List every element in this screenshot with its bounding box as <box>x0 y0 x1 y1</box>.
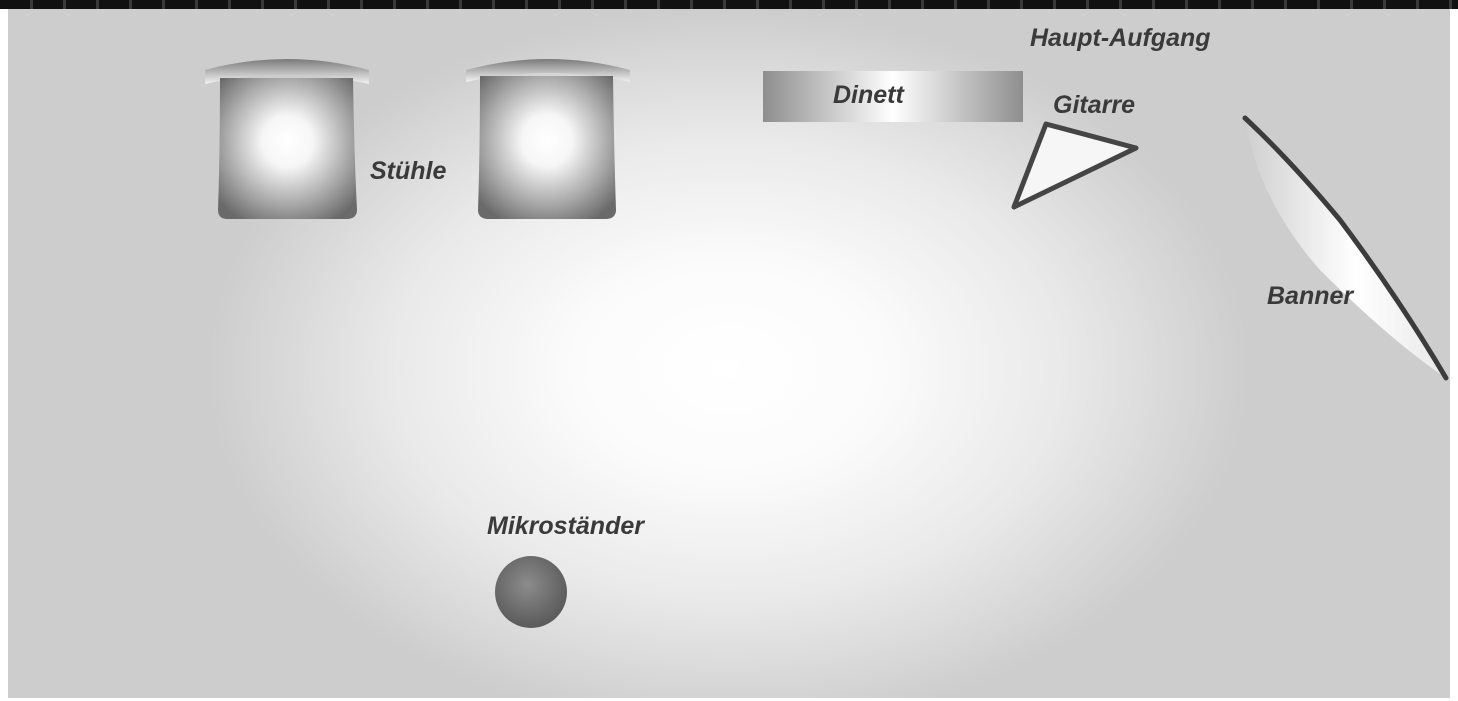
top-border <box>0 0 1458 9</box>
chair-right-seat <box>478 76 616 219</box>
banner-shape <box>1242 115 1449 381</box>
guitar-shape <box>1011 121 1139 210</box>
chair-left-back <box>205 59 369 84</box>
chair-right-back <box>466 59 630 82</box>
banner-body <box>1245 118 1446 378</box>
label-banner: Banner <box>1267 282 1354 310</box>
label-guitar: Gitarre <box>1053 91 1135 119</box>
chair-left <box>205 59 369 219</box>
banner-edge <box>1242 115 1449 381</box>
label-chairs: Stühle <box>370 157 447 185</box>
dinette-table <box>763 71 1023 122</box>
chair-left-seat <box>218 78 357 219</box>
label-dinette: Dinett <box>833 81 904 109</box>
chair-right <box>466 59 630 219</box>
mic-stand-base <box>495 556 567 628</box>
label-mic-stand: Mikroständer <box>487 512 644 540</box>
label-main-entrance: Haupt-Aufgang <box>1030 24 1211 52</box>
